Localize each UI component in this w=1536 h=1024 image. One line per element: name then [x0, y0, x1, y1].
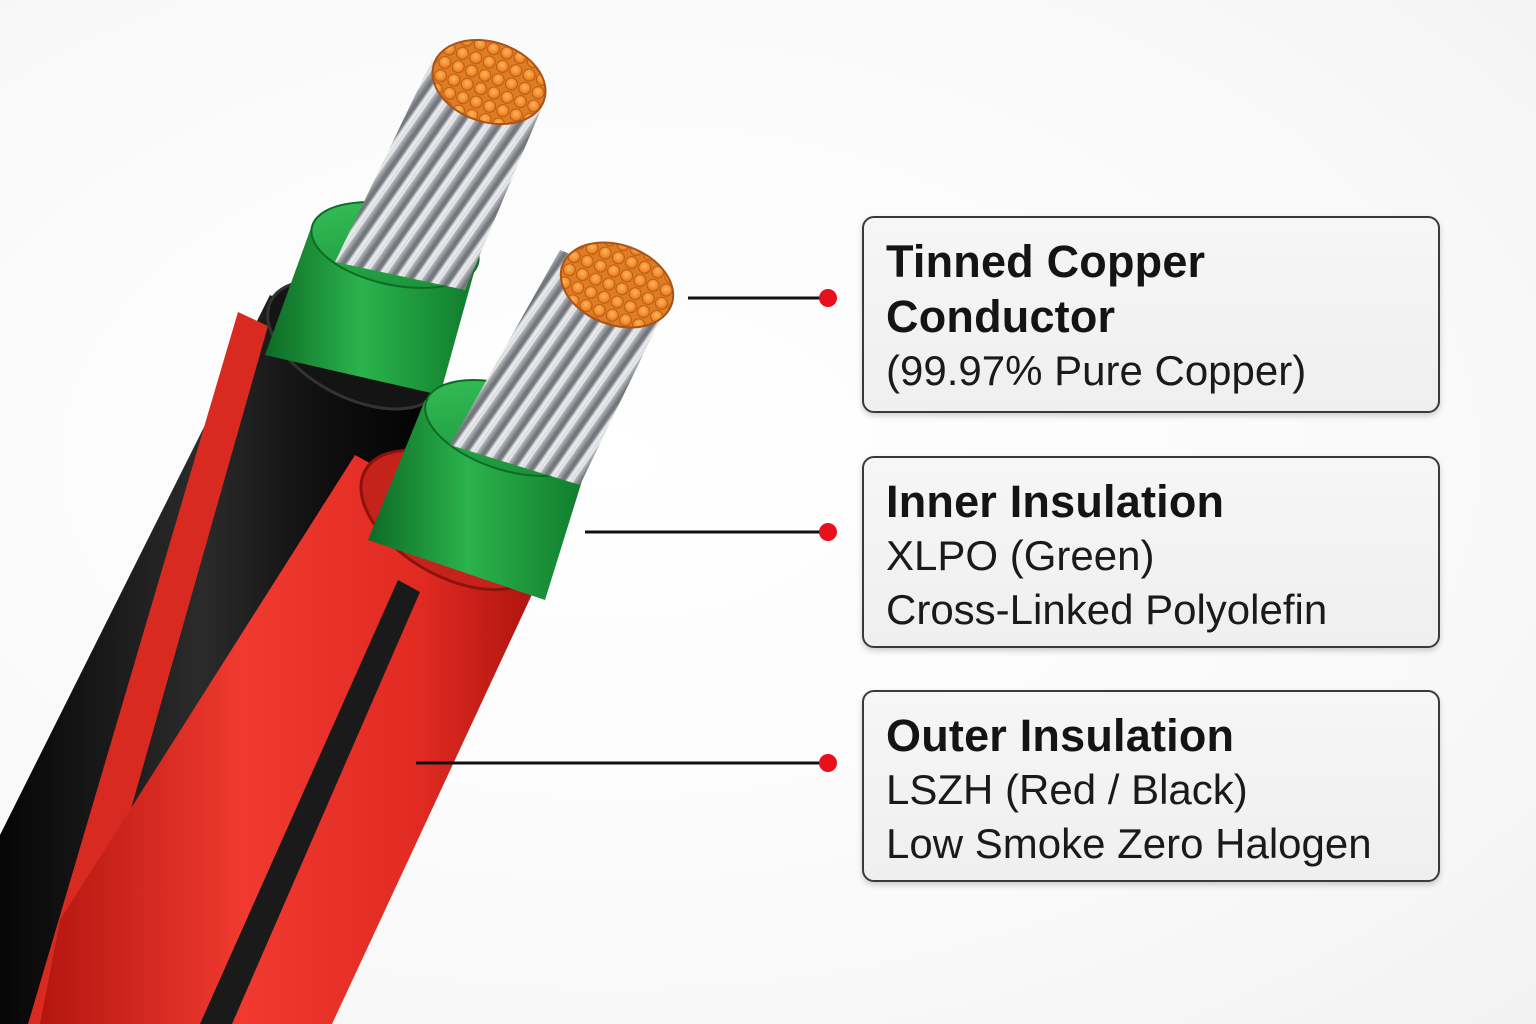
- leader-dot-outer-insulation: [819, 754, 837, 772]
- front-cable: [40, 241, 675, 1024]
- leader-inner-insulation: [585, 523, 837, 541]
- callout-inner-insulation: Inner Insulation XLPO (Green) Cross-Link…: [862, 456, 1440, 648]
- callout-outer-insulation-description: Low Smoke Zero Halogen: [886, 820, 1372, 867]
- callout-inner-insulation-description: Cross-Linked Polyolefin: [886, 586, 1328, 633]
- callout-outer-insulation: Outer Insulation LSZH (Red / Black) Low …: [862, 690, 1440, 882]
- callout-conductor: Tinned Copper Conductor (99.97% Pure Cop…: [862, 216, 1440, 413]
- callout-conductor-detail: (99.97% Pure Copper): [886, 347, 1307, 394]
- callout-outer-insulation-title: Outer Insulation: [886, 710, 1235, 761]
- back-cable-copper-core: [431, 38, 547, 126]
- callout-inner-insulation-title: Inner Insulation: [886, 476, 1225, 527]
- front-cable-black-stripe: [200, 580, 420, 1024]
- front-cable-copper-core: [559, 241, 675, 329]
- leader-outer-insulation: [416, 754, 837, 772]
- leader-dot-inner-insulation: [819, 523, 837, 541]
- callout-inner-insulation-material: XLPO (Green): [886, 532, 1155, 579]
- leader-conductor: [688, 289, 837, 307]
- leader-dot-conductor: [819, 289, 837, 307]
- callout-outer-insulation-material: LSZH (Red / Black): [886, 766, 1248, 813]
- front-cable-outer-jacket: [40, 455, 548, 1024]
- callout-conductor-title-line1: Tinned Copper: [886, 236, 1206, 287]
- callout-conductor-title-line2: Conductor: [886, 291, 1116, 342]
- back-cable-red-stripe: [28, 312, 268, 1024]
